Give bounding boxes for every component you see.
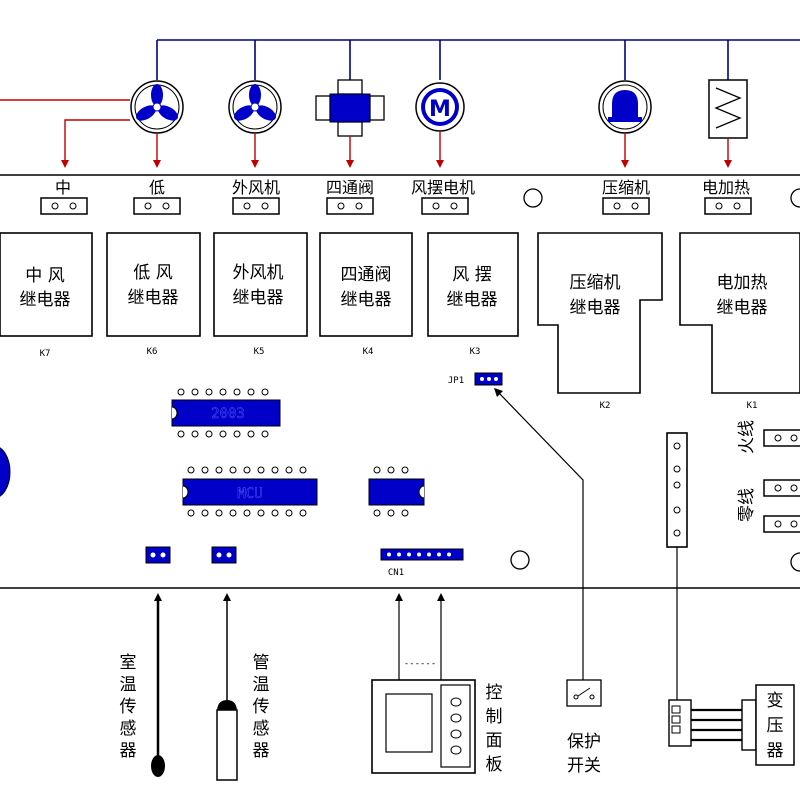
signal-arrows — [61, 131, 732, 168]
room-sensor-char-5: 器 — [120, 741, 137, 761]
panel-char-3: 面 — [486, 731, 503, 751]
panel-char-4: 板 — [486, 755, 503, 775]
relays — [0, 232, 800, 394]
label-swing-motor: 风摆电机 — [411, 178, 475, 197]
supply-bus — [156, 39, 800, 80]
label-outdoor-fan: 外风机 — [232, 178, 280, 197]
relay-k1-line1: 电加热 — [717, 273, 768, 293]
control-panel: ------ — [371, 593, 476, 774]
relay-k7-line1: 中 风 — [25, 266, 64, 286]
relay-k4-line2: 继电器 — [341, 290, 392, 310]
pipe-temp-label: 管 温 传 感 器 — [253, 653, 270, 761]
transformer-char-1: 变 — [767, 691, 784, 711]
top-labels: 中 低 外风机 四通阀 风摆电机 压缩机 电加热 — [55, 178, 750, 197]
pipe-sensor-char-4: 感 — [253, 719, 270, 739]
relay-ids: K7 K6 K5 K4 K3 K2 K1 — [40, 347, 758, 411]
room-sensor-char-2: 温 — [120, 675, 137, 695]
fan-icon-outdoor — [228, 80, 282, 134]
neutral-wire-label: 零线 — [737, 488, 757, 522]
heater-icon — [708, 79, 748, 139]
chip-eeprom: 2003 — [171, 388, 281, 438]
relay-k3-line2: 继电器 — [447, 290, 498, 310]
label-compressor: 压缩机 — [602, 178, 650, 197]
pipe-sensor-char-3: 传 — [253, 697, 270, 717]
pipe-sensor-char-2: 温 — [253, 675, 270, 695]
sensor-connectors — [145, 546, 237, 564]
relay-k2-line1: 压缩机 — [570, 273, 621, 293]
jumper-label: JP1 — [448, 376, 464, 386]
relay-k2-id: K2 — [600, 401, 611, 411]
chip-eeprom-label: 2003 — [211, 406, 245, 422]
relay-k4-id: K4 — [363, 347, 374, 357]
cn1-label: CN1 — [388, 568, 404, 578]
relay-k7-id: K7 — [40, 349, 51, 359]
relay-k1-id: K1 — [747, 401, 758, 411]
chip-mcu: MCU — [182, 466, 318, 517]
room-temp-label: 室 温 传 感 器 — [120, 653, 137, 761]
fan-icon-indoor — [130, 80, 184, 134]
label-valve: 四通阀 — [326, 178, 374, 197]
pipe-sensor-char-5: 器 — [253, 741, 270, 761]
transformer-char-3: 器 — [767, 741, 784, 761]
power-terminal-pins — [774, 434, 798, 528]
panel-char-1: 控 — [486, 683, 503, 703]
pipe-temp-sensor — [216, 593, 238, 781]
label-low: 低 — [149, 178, 165, 197]
relay-k6-line1: 低 风 — [133, 263, 172, 283]
pcb-board — [0, 174, 800, 589]
left-feed-wires — [0, 99, 130, 165]
terminal-pins — [51, 202, 741, 210]
switch-label-line1: 保护 — [567, 732, 601, 752]
left-capacitor — [0, 447, 11, 497]
svg-text:M: M — [429, 97, 451, 122]
relay-k1-line2: 继电器 — [717, 298, 768, 318]
transformer-char-2: 压 — [767, 716, 784, 736]
motor-icon: M — [415, 82, 465, 132]
relay-k7-line2: 继电器 — [20, 290, 71, 310]
jumper-jp1: JP1 — [448, 372, 503, 386]
relay-k5-line1: 外风机 — [233, 263, 284, 283]
mounting-holes — [510, 188, 800, 572]
compressor-icon — [598, 80, 652, 134]
valve-icon — [315, 79, 385, 137]
relay-k6-line2: 继电器 — [128, 288, 179, 308]
control-panel-label: 控 制 面 板 — [486, 683, 503, 775]
protection-switch — [566, 679, 602, 707]
label-mid: 中 — [55, 178, 71, 197]
transformer-label: 变 压 器 — [767, 691, 784, 761]
relay-k5-line2: 继电器 — [233, 288, 284, 308]
relay-k3-line1: 风 摆 — [452, 265, 491, 285]
panel-char-2: 制 — [486, 707, 503, 727]
terminal-connectors — [40, 197, 752, 215]
room-temp-sensor — [151, 593, 165, 777]
power-terminals — [763, 429, 800, 533]
room-sensor-char-1: 室 — [120, 653, 137, 673]
label-heater: 电加热 — [702, 178, 750, 197]
pipe-sensor-char-1: 管 — [253, 653, 270, 673]
switch-label-line2: 开关 — [567, 756, 601, 776]
terminal-strip — [666, 432, 688, 548]
panel-connector-cn1: CN1 — [380, 548, 464, 578]
chip-mcu-label: MCU — [237, 486, 262, 502]
transformer — [668, 684, 795, 766]
relay-k4-line1: 四通阀 — [341, 265, 392, 285]
relay-k3-id: K3 — [470, 347, 481, 357]
protection-wire — [494, 388, 584, 680]
room-sensor-char-4: 感 — [120, 719, 137, 739]
panel-chip-label: ------ — [404, 659, 437, 669]
relay-k6-id: K6 — [147, 347, 158, 357]
relay-k5-id: K5 — [254, 347, 265, 357]
chip-driver — [368, 466, 425, 517]
relay-texts: 中 风 继电器 低 风 继电器 外风机 继电器 四通阀 继电器 风 摆 继电器 … — [20, 263, 768, 318]
live-wire-label: 火线 — [737, 420, 757, 454]
room-sensor-char-3: 传 — [120, 697, 137, 717]
relay-k2-line2: 继电器 — [570, 298, 621, 318]
